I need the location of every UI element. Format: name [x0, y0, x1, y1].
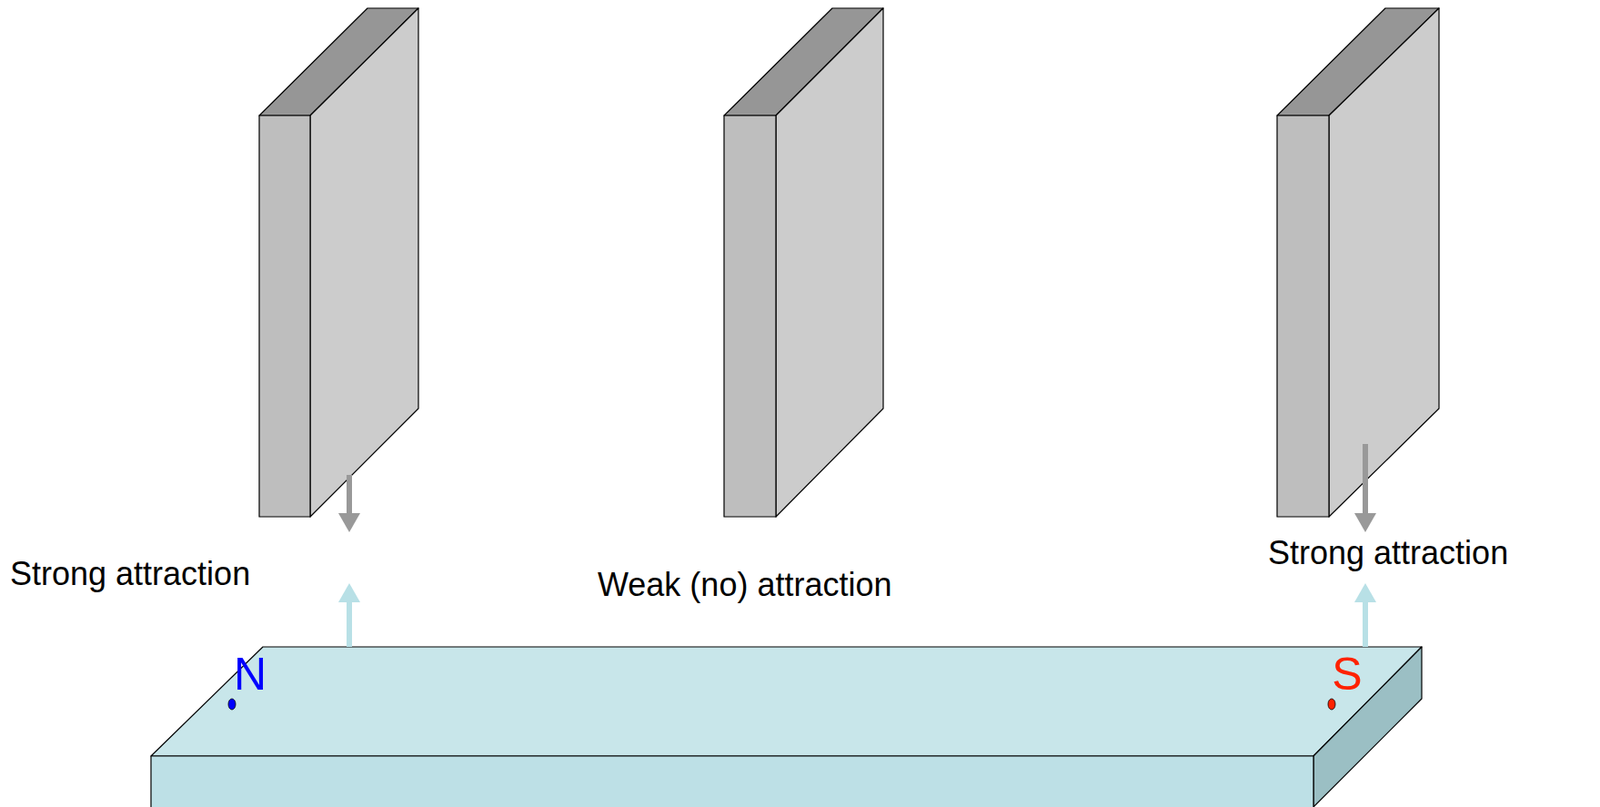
iron-plate: [724, 8, 884, 517]
iron-plate: [1277, 8, 1439, 517]
pole-dot: [1328, 698, 1336, 710]
pole-label: N: [233, 648, 267, 700]
caption-label: Strong attraction: [10, 553, 251, 594]
caption-label: Strong attraction: [1267, 533, 1509, 573]
bar-magnet: [150, 646, 1422, 807]
force-arrow: [338, 583, 361, 647]
force-arrow: [1354, 443, 1377, 533]
iron-plate: [259, 8, 419, 517]
pole-dot: [228, 698, 236, 710]
force-arrow: [1354, 583, 1377, 647]
force-arrow: [338, 474, 361, 533]
magnet-face: NS: [150, 646, 1422, 756]
caption-label: Weak (no) attraction: [597, 564, 892, 604]
pole-label: S: [1331, 648, 1362, 700]
